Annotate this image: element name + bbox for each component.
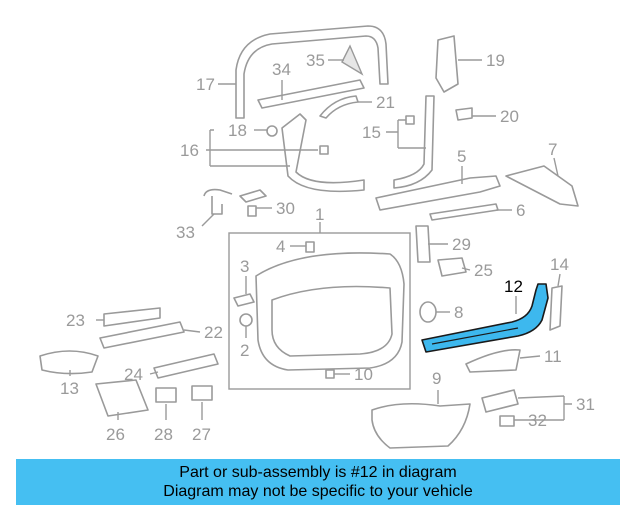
label-5: 5 <box>457 147 466 166</box>
label-23: 23 <box>66 311 85 330</box>
label-28: 28 <box>154 425 173 444</box>
part-9-panel <box>371 402 471 449</box>
label-29: 29 <box>452 235 471 254</box>
part-26-switch <box>95 379 149 417</box>
label-34: 34 <box>272 60 291 79</box>
label-15: 15 <box>362 123 381 142</box>
label-10: 10 <box>354 365 373 384</box>
part-7-pocket <box>505 165 579 207</box>
label-3: 3 <box>240 257 249 276</box>
part-33-harness <box>203 188 233 215</box>
part-2-knob <box>239 313 253 327</box>
part-11-pocket <box>465 348 521 373</box>
part-3-bezel <box>233 293 255 307</box>
part-8-speaker <box>419 301 437 323</box>
part-5-armrest <box>375 175 501 211</box>
label-14: 14 <box>550 255 569 274</box>
label-27: 27 <box>192 425 211 444</box>
label-12: 12 <box>504 277 523 296</box>
part-17-door-frame <box>235 25 389 119</box>
part-13-handle <box>39 350 99 375</box>
part-18-clip <box>266 125 278 137</box>
part-31-module <box>481 389 519 413</box>
label-24: 24 <box>124 365 143 384</box>
banner-line-2: Diagram may not be specific to your vehi… <box>163 483 473 500</box>
part-22-trim <box>99 321 185 349</box>
part-23-trim <box>103 307 161 327</box>
label-8: 8 <box>454 303 463 322</box>
part-28-switch <box>155 387 177 403</box>
part-1-inner <box>271 285 393 357</box>
label-1: 1 <box>315 205 324 224</box>
part-12-detail <box>431 327 519 345</box>
part-29-seal <box>415 225 431 263</box>
part-34-strip <box>257 79 365 109</box>
part-19-trim <box>435 35 459 93</box>
part-4-clip <box>305 241 315 253</box>
part-24-strip <box>153 353 219 379</box>
label-18: 18 <box>228 121 247 140</box>
label-2: 2 <box>240 341 249 360</box>
label-9: 9 <box>432 369 441 388</box>
part-21 <box>319 95 359 119</box>
label-22: 22 <box>204 323 223 342</box>
label-25: 25 <box>474 261 493 280</box>
label-33: 33 <box>176 223 195 242</box>
label-16: 16 <box>180 141 199 160</box>
banner-line-1: Part or sub-assembly is #12 in diagram <box>179 464 457 481</box>
part-30-handle <box>239 189 267 203</box>
leader-lines <box>69 59 572 421</box>
label-30: 30 <box>276 199 295 218</box>
label-17: 17 <box>196 75 215 94</box>
label-35: 35 <box>306 51 325 70</box>
part-14-strip <box>549 285 563 331</box>
part-12-highlight <box>421 283 549 353</box>
parts-diagram: 17 34 35 19 21 20 18 16 15 5 7 6 33 30 1… <box>39 25 595 449</box>
part-15-clip <box>405 115 415 125</box>
label-19: 19 <box>486 51 505 70</box>
part-16-molding <box>281 113 365 193</box>
label-7: 7 <box>548 140 557 159</box>
label-13: 13 <box>60 379 79 398</box>
part-32-clip <box>499 415 515 427</box>
label-11: 11 <box>544 347 562 366</box>
part-25-switch <box>437 257 467 277</box>
callout-numbers: 17 34 35 19 21 20 18 16 15 5 7 6 33 30 1… <box>60 51 595 444</box>
part-15-channel <box>393 95 435 189</box>
part-27-switch <box>191 385 213 401</box>
info-banner: Part or sub-assembly is #12 in diagram D… <box>16 459 620 505</box>
label-21: 21 <box>376 93 395 112</box>
label-20: 20 <box>500 107 519 126</box>
label-31: 31 <box>576 395 595 414</box>
part-35-trim <box>341 44 364 76</box>
label-6: 6 <box>516 201 525 220</box>
part-6-trim <box>429 203 499 221</box>
label-26: 26 <box>106 425 125 444</box>
part-30-clip <box>247 205 257 217</box>
part-16-clip <box>319 145 329 155</box>
label-4: 4 <box>276 237 285 256</box>
part-10-clip <box>325 369 335 379</box>
label-32: 32 <box>528 411 547 430</box>
part-20 <box>455 107 473 121</box>
